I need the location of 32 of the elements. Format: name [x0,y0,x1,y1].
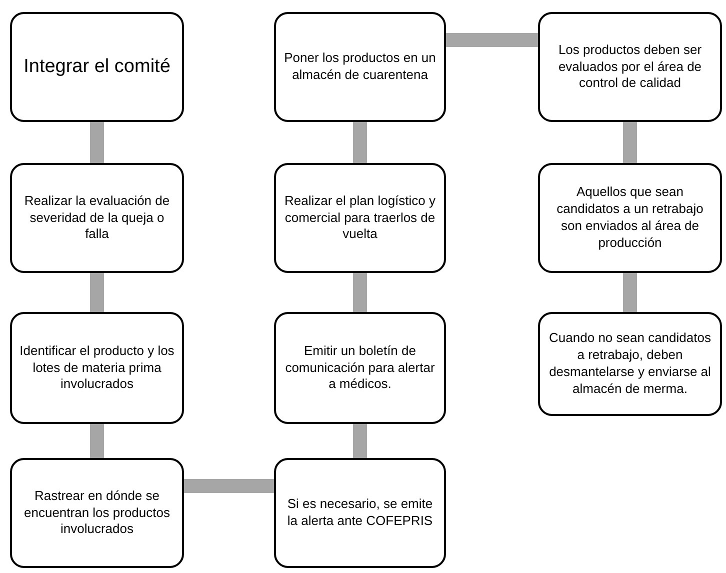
connector-bar [353,273,367,312]
connector-bar [90,273,104,312]
process-box [10,458,184,568]
connector-bar [184,479,274,493]
connector-bar [446,33,538,47]
process-box [538,12,722,122]
process-box [274,312,446,424]
process-box [274,12,446,122]
process-box [10,163,184,273]
connector-bar [90,424,104,458]
step-text: Los productos deben ser evaluados por el área de control de calidad [557,42,703,92]
process-box [274,458,446,568]
process-box [274,163,446,273]
process-box [538,312,722,416]
connector-bar [353,424,367,458]
step-text: Cuando no sean candidatos a retrabajo, deben desmantelarse y enviarse al almacén de merma. [548,330,712,398]
process-box [10,12,184,122]
connector-bar [623,122,637,163]
step-text: Si es necesario, se emite la alerta ante COFEPRIS [286,496,434,530]
step-text: Poner los productos en un almacén de cuarentena [283,50,437,84]
step-text: Emitir un boletín de comunicación para alertar a médicos. [284,342,436,394]
step-text: Rastrear en dónde se encuentran los productos involucrados [23,488,171,538]
step-text: Realizar el plan logístico y comercial para traerlos de vuelta [283,192,437,244]
step-text: Aquellos que sean candidatos a un retrabajo son enviados al área de producción [556,184,704,252]
process-box [538,163,722,273]
connector-bar [90,122,104,163]
process-box [10,312,184,424]
step-text: Integrar el comité [24,54,170,79]
connector-bar [623,273,637,312]
connector-bar [353,122,367,163]
step-text: Identificar el producto y los lotes de materia prima involucrados [18,342,176,394]
step-text: Realizar la evaluación de severidad de la queja o falla [23,192,171,244]
